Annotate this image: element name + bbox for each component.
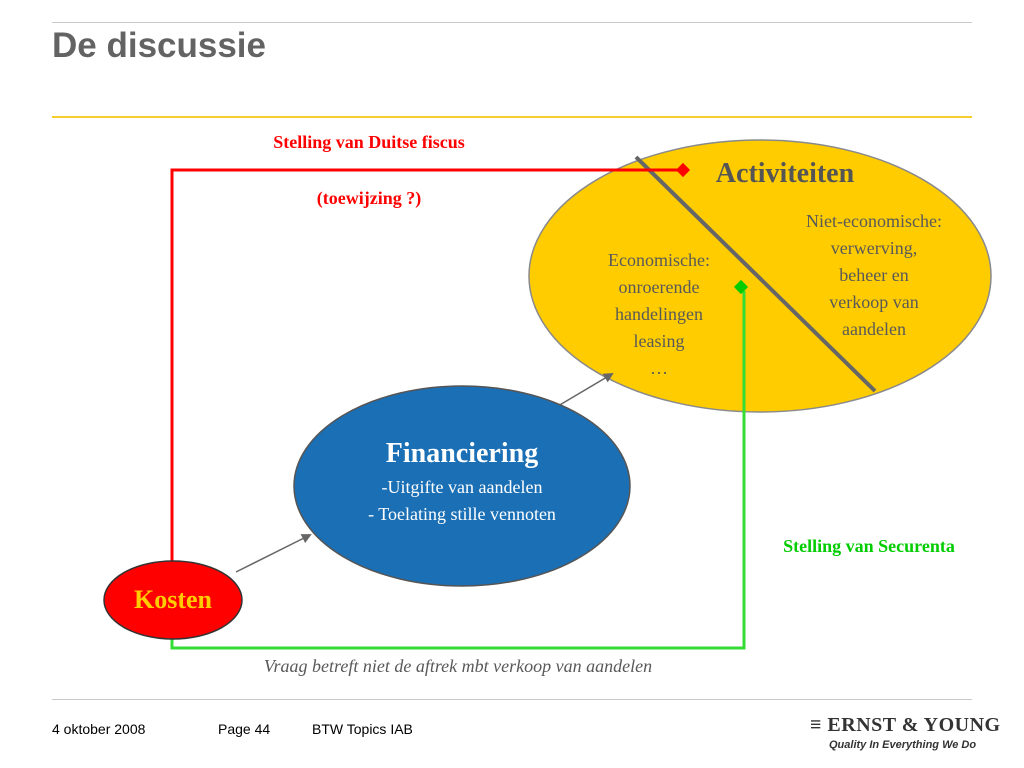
activities-title: Activiteiten (716, 158, 855, 189)
non-economic-line-4: verkoop van (829, 292, 918, 312)
arrow-financing-to-activities (557, 372, 614, 407)
economic-line-3: handelingen (615, 304, 703, 324)
green-connector-line (170, 291, 746, 650)
economic-line-5: … (650, 358, 668, 378)
red-connector-line (170, 168, 678, 568)
title-underline (52, 116, 972, 118)
activities-divider (634, 155, 877, 393)
red-claim-sublabel: (toewijzing ?) (317, 188, 421, 209)
economic-line-2: onroerende (619, 277, 700, 297)
non-economic-line-2: verwerving, (831, 238, 917, 258)
non-economic-line-5: aandelen (842, 319, 906, 339)
footer-page-number: Page 44 (218, 721, 271, 737)
question-note: Vraag betreft niet de aftrek mbt verkoop… (264, 656, 652, 676)
costs-ellipse (103, 560, 243, 640)
costs-label: Kosten (134, 585, 213, 614)
financing-line-2: - Toelating stille vennoten (368, 504, 556, 524)
green-claim-label: Stelling van Securenta (783, 536, 955, 556)
page-title: De discussie (52, 26, 266, 65)
financing-title: Financiering (386, 438, 538, 469)
economic-line-1: Economische: (608, 250, 710, 270)
diagram: Stelling van Duitse fiscus (toewijzing ?… (103, 132, 992, 676)
red-claim-label: Stelling van Duitse fiscus (273, 132, 465, 152)
economic-line-4: leasing (634, 331, 685, 351)
footer-date: 4 oktober 2008 (52, 721, 146, 737)
logo-mark-icon: ≡ (810, 714, 822, 736)
footer-rule (52, 699, 972, 700)
logo-wordmark: ERNST & YOUNG (827, 714, 1001, 736)
company-logo: ≡ ERNST & YOUNG (810, 714, 1001, 737)
green-diamond-marker (733, 279, 749, 295)
financing-ellipse (293, 385, 631, 587)
top-rule (52, 22, 972, 23)
arrow-costs-to-financing (235, 534, 312, 573)
red-diamond-marker (675, 162, 691, 178)
logo-tagline: Quality In Everything We Do (829, 739, 977, 751)
financing-line-1: -Uitgifte van aandelen (382, 477, 543, 497)
non-economic-line-1: Niet-economische: (806, 211, 942, 231)
non-economic-line-3: beheer en (839, 265, 908, 285)
footer-topic: BTW Topics IAB (312, 721, 413, 737)
